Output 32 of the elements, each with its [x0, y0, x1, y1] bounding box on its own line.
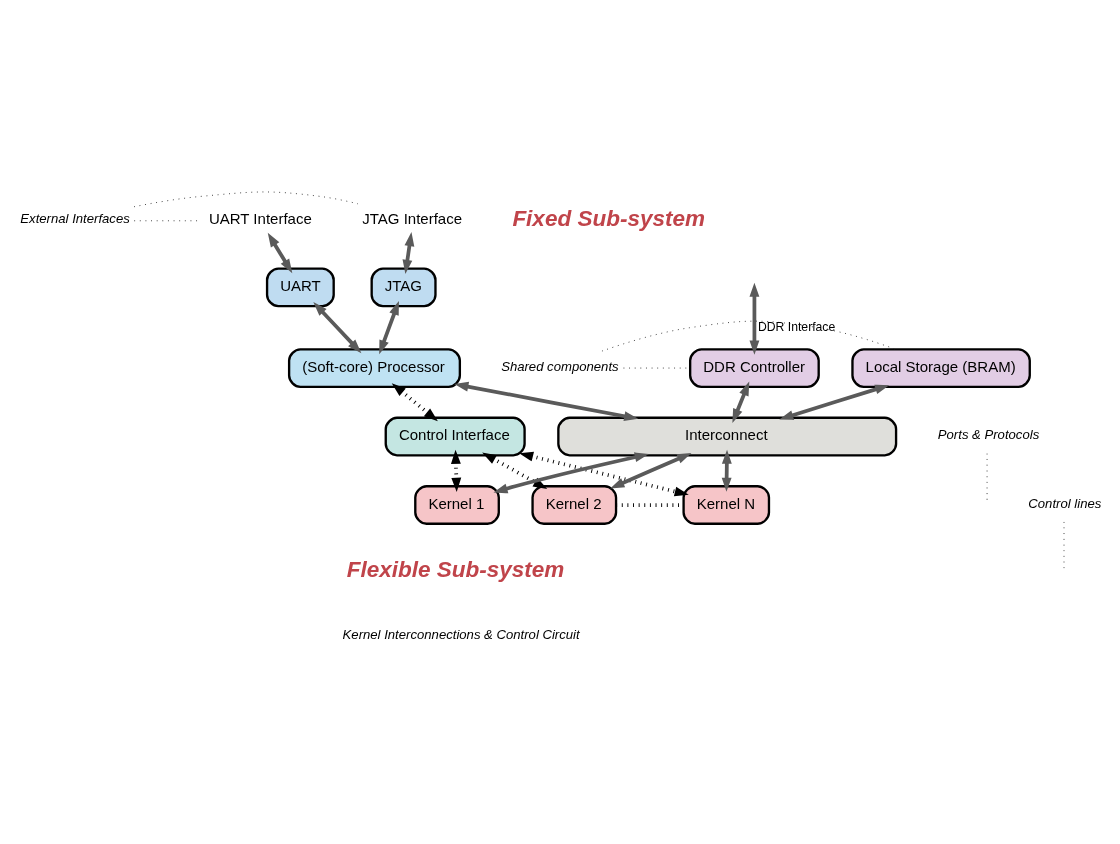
node-box: Local Storage (BRAM)	[851, 347, 1031, 388]
node-box: UART	[265, 266, 335, 307]
node-box: JTAG	[370, 266, 437, 307]
arrow	[610, 452, 692, 488]
arrow	[519, 451, 689, 496]
node-text: UART Interface	[208, 209, 312, 227]
node-text: Control lines	[1028, 495, 1102, 511]
arrow	[313, 301, 362, 353]
node-box: DDR Controller	[689, 347, 820, 388]
node-box: Interconnect	[557, 416, 898, 456]
node-box: (Soft-core) Processor	[287, 347, 462, 388]
node-box: Kernel 1	[414, 484, 500, 525]
label: Flexible Sub-system	[346, 556, 565, 582]
arrow	[732, 381, 750, 423]
node-box: Control Interface	[384, 416, 526, 456]
node-text: JTAG Interface	[362, 209, 463, 227]
edge-label: DDR Interface	[758, 319, 836, 334]
node-box: Kernel N	[682, 484, 771, 525]
node-box: Kernel 2	[531, 484, 618, 525]
arrow	[267, 232, 293, 273]
arrow	[454, 381, 639, 421]
node-text: Ports & Protocols	[937, 426, 1040, 442]
arrow	[749, 282, 760, 355]
arrow	[779, 384, 890, 420]
label: Kernel Interconnections & Control Circuit	[342, 626, 580, 642]
arrow	[391, 382, 438, 421]
arrow	[379, 300, 399, 354]
node-text: Shared components	[501, 358, 619, 374]
node-text: External Interfaces	[20, 210, 130, 226]
arrow	[493, 451, 649, 493]
arrow	[482, 452, 548, 489]
label: Fixed Sub-system	[512, 205, 705, 231]
